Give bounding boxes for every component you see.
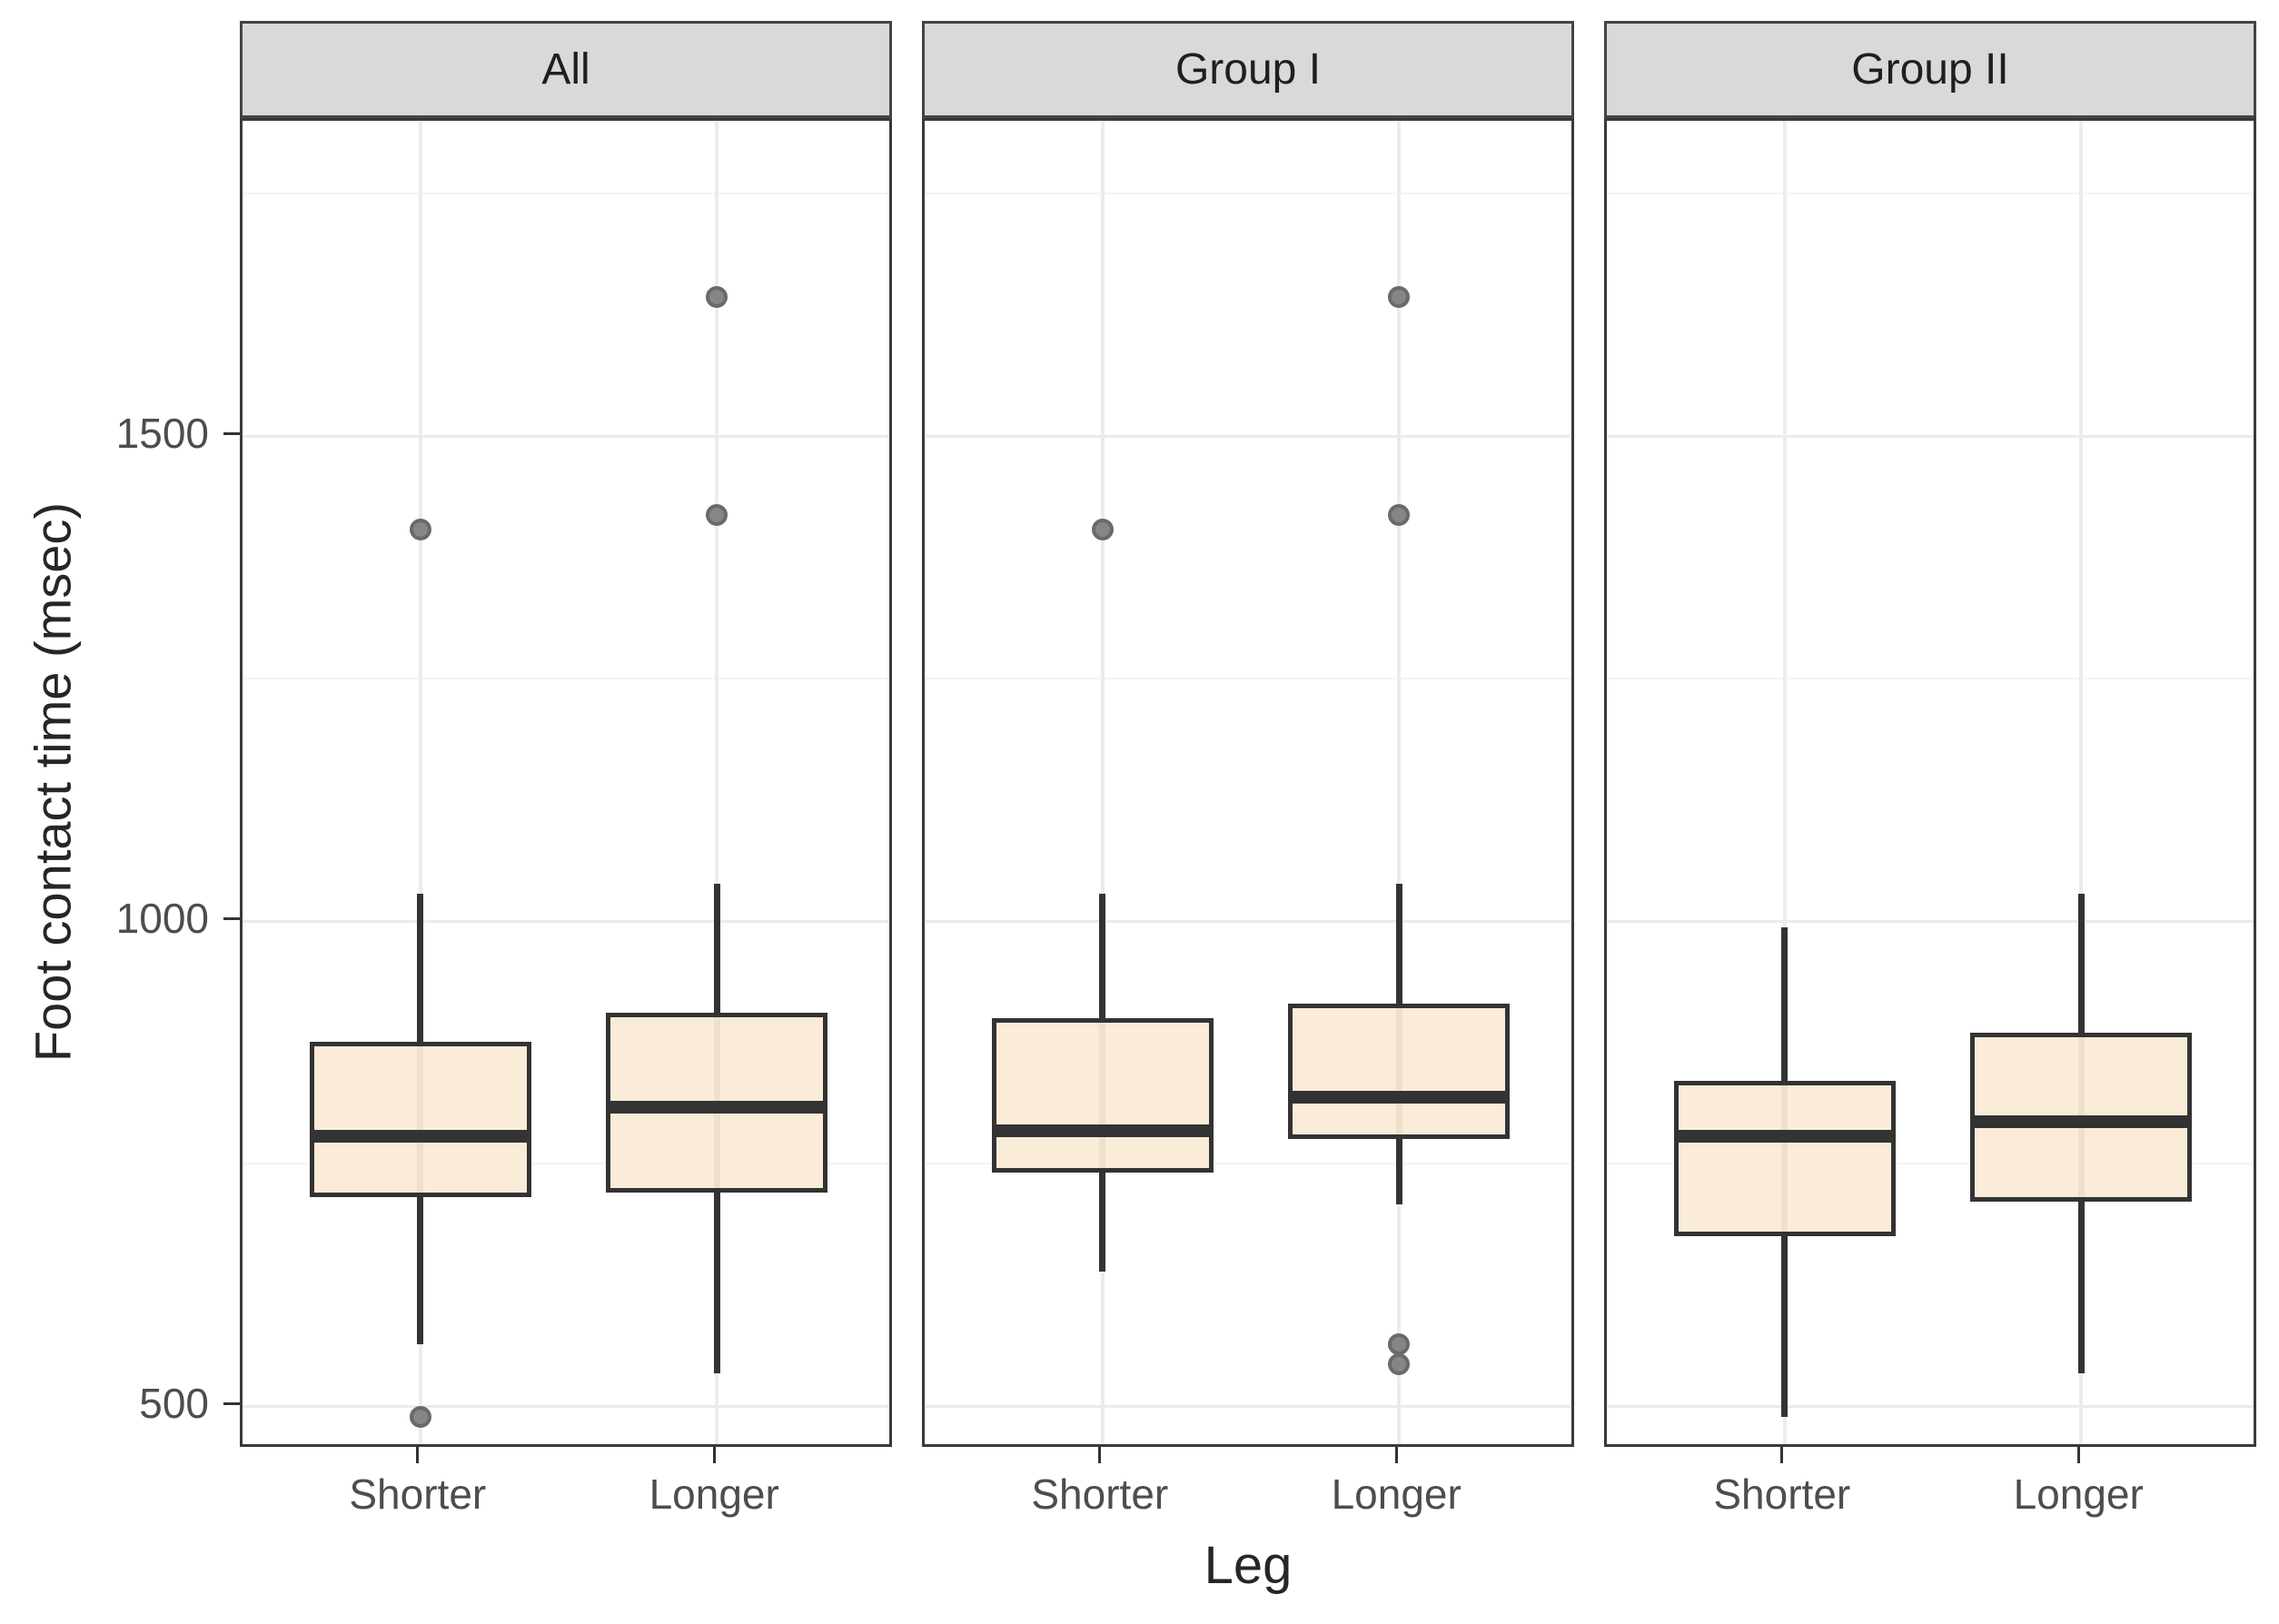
x-tick-label: Shorter <box>1031 1471 1169 1518</box>
x-tick-mark <box>1394 1447 1398 1463</box>
outlier-point <box>409 1406 431 1429</box>
median-line <box>1288 1091 1511 1104</box>
x-tick-mark <box>1780 1447 1784 1463</box>
outlier-point <box>1388 286 1411 309</box>
y-tick-label: 1000 <box>115 895 209 942</box>
outlier-point <box>706 504 728 527</box>
x-tick-label: Longer <box>1331 1471 1462 1518</box>
gridline-minor <box>925 678 1571 680</box>
gridline-vertical <box>1782 121 1787 1444</box>
box <box>1673 1081 1896 1236</box>
outlier-point <box>1091 519 1114 541</box>
panel <box>1604 118 2256 1447</box>
gridline-vertical <box>2079 121 2084 1444</box>
box <box>991 1017 1214 1173</box>
gridline-minor <box>1607 678 2254 680</box>
facet-strip: All <box>240 21 892 118</box>
median-line <box>1673 1129 1896 1143</box>
median-line <box>309 1129 531 1143</box>
outlier-point <box>706 286 728 309</box>
x-axis-title: Leg <box>1204 1536 1293 1595</box>
outlier-point <box>1388 1333 1411 1356</box>
gridline-major <box>1607 1404 2254 1408</box>
y-tick-mark <box>223 432 240 436</box>
facet-strip-label: All <box>541 45 590 94</box>
x-tick-mark <box>2076 1447 2080 1463</box>
gridline-minor <box>243 1162 889 1164</box>
gridline-major <box>243 1404 889 1408</box>
y-axis-title: Foot contact time (msec) <box>24 501 82 1063</box>
x-tick-label: Longer <box>649 1471 779 1518</box>
gridline-minor <box>243 678 889 680</box>
box <box>309 1042 531 1197</box>
gridline-major <box>925 435 1571 439</box>
gridline-vertical <box>1100 121 1105 1444</box>
median-line <box>991 1124 1214 1138</box>
gridline-major <box>925 920 1571 923</box>
outlier-point <box>1388 504 1411 527</box>
gridline-minor <box>925 1162 1571 1164</box>
gridline-minor <box>1607 193 2254 195</box>
gridline-minor <box>243 193 889 195</box>
box <box>1288 1003 1511 1139</box>
gridline-major <box>925 1404 1571 1408</box>
gridline-major <box>1607 920 2254 923</box>
x-tick-mark <box>416 1447 420 1463</box>
x-tick-mark <box>712 1447 716 1463</box>
facet-strip-label: Group II <box>1851 45 2009 94</box>
y-tick-mark <box>223 1401 240 1405</box>
median-line <box>1970 1114 2193 1128</box>
x-tick-label: Shorter <box>349 1471 487 1518</box>
y-tick-mark <box>223 917 240 920</box>
x-tick-label: Longer <box>2013 1471 2144 1518</box>
gridline-major <box>243 920 889 923</box>
gridline-vertical <box>715 121 719 1444</box>
x-tick-mark <box>1098 1447 1102 1463</box>
gridline-vertical <box>418 121 422 1444</box>
gridline-minor <box>925 193 1571 195</box>
outlier-point <box>1388 1352 1411 1375</box>
panel <box>922 118 1574 1447</box>
gridline-major <box>243 435 889 439</box>
gridline-minor <box>1607 1162 2254 1164</box>
facet-strip-label: Group I <box>1174 45 1322 94</box>
facet-strip: Group I <box>922 21 1574 118</box>
x-tick-label: Shorter <box>1713 1471 1851 1518</box>
panel <box>240 118 892 1447</box>
gridline-vertical <box>1397 121 1402 1444</box>
outlier-point <box>409 519 431 541</box>
gridline-major <box>1607 435 2254 439</box>
y-tick-label: 1500 <box>115 410 209 458</box>
median-line <box>606 1100 828 1114</box>
facet-strip: Group II <box>1604 21 2256 118</box>
y-tick-label: 500 <box>139 1379 209 1427</box>
